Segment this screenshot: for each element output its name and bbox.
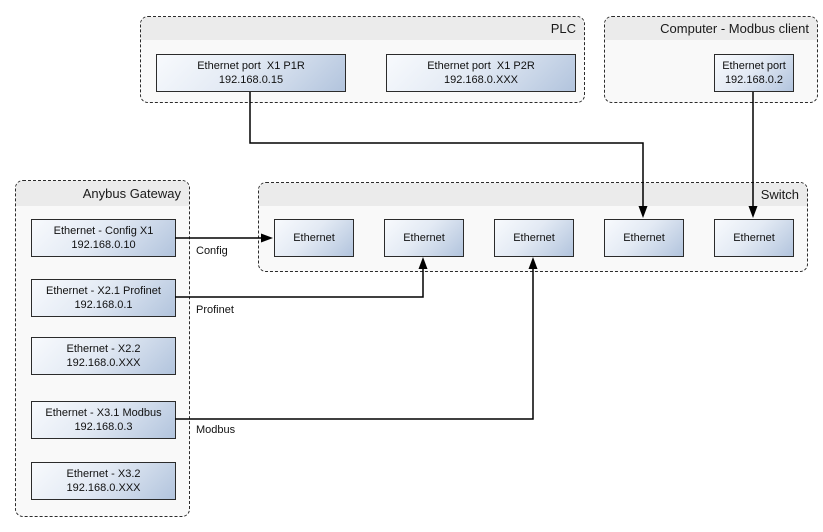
gateway-port-config-x1-ip: 192.168.0.10 xyxy=(71,239,136,251)
plc-port-x1-p1r-ip: 192.168.0.15 xyxy=(218,74,284,86)
gateway-port-x2-1-ip: 192.168.0.1 xyxy=(74,299,133,311)
plc-port-x1-p2r: Ethernet port X1 P2R 192.168.0.XXX xyxy=(386,54,576,92)
gateway-container: Anybus Gateway Ethernet - Config X1 192.… xyxy=(15,180,190,517)
gateway-port-x2-2-name: Ethernet - X2.2 xyxy=(66,343,141,355)
switch-port-3: Ethernet xyxy=(494,219,574,257)
switch-port-1: Ethernet xyxy=(274,219,354,257)
switch-port-1-label: Ethernet xyxy=(293,232,335,244)
switch-port-4-label: Ethernet xyxy=(623,232,665,244)
plc-port-x1-p1r-name: Ethernet port X1 P1R xyxy=(197,60,305,72)
modbus-connection-label: Modbus xyxy=(196,424,236,436)
gateway-port-x3-2: Ethernet - X3.2 192.168.0.XXX xyxy=(31,462,176,500)
gateway-port-config-x1-name: Ethernet - Config X1 xyxy=(53,225,154,237)
switch-port-4: Ethernet xyxy=(604,219,684,257)
gateway-port-x2-1-name: Ethernet - X2.1 Profinet xyxy=(46,285,161,297)
gateway-port-x2-2-ip: 192.168.0.XXX xyxy=(66,357,141,369)
gateway-port-x3-1-modbus: Ethernet - X3.1 Modbus 192.168.0.3 xyxy=(31,401,176,439)
gateway-port-x3-2-name: Ethernet - X3.2 xyxy=(66,468,141,480)
computer-ethernet-port-ip: 192.168.0.2 xyxy=(724,74,784,86)
switch-port-5-label: Ethernet xyxy=(733,232,775,244)
plc-port-x1-p2r-name: Ethernet port X1 P2R xyxy=(427,60,535,72)
plc-container: PLC Ethernet port X1 P1R 192.168.0.15 Et… xyxy=(140,16,585,103)
gateway-port-x3-1-ip: 192.168.0.3 xyxy=(74,421,133,433)
gateway-port-x3-1-name: Ethernet - X3.1 Modbus xyxy=(45,407,162,419)
computer-ethernet-port: Ethernet port 192.168.0.2 xyxy=(714,54,794,92)
switch-port-5: Ethernet xyxy=(714,219,794,257)
config-connection-label: Config xyxy=(196,245,228,257)
switch-container: Switch Ethernet Ethernet Ethernet Ethern… xyxy=(258,182,808,272)
computer-container: Computer - Modbus client Ethernet port 1… xyxy=(604,16,818,103)
computer-ethernet-port-name: Ethernet port xyxy=(722,60,786,72)
switch-port-2: Ethernet xyxy=(384,219,464,257)
switch-title: Switch xyxy=(259,183,807,206)
gateway-port-x2-1-profinet: Ethernet - X2.1 Profinet 192.168.0.1 xyxy=(31,279,176,317)
gateway-title: Anybus Gateway xyxy=(16,181,189,206)
plc-title: PLC xyxy=(141,17,584,40)
profinet-connection-label: Profinet xyxy=(196,304,234,316)
gateway-port-x3-2-ip: 192.168.0.XXX xyxy=(66,482,141,494)
gateway-port-config-x1: Ethernet - Config X1 192.168.0.10 xyxy=(31,219,176,257)
gateway-port-x2-2: Ethernet - X2.2 192.168.0.XXX xyxy=(31,337,176,375)
plc-port-x1-p1r: Ethernet port X1 P1R 192.168.0.15 xyxy=(156,54,346,92)
switch-port-3-label: Ethernet xyxy=(513,232,555,244)
computer-title: Computer - Modbus client xyxy=(605,17,817,40)
modbus-connection xyxy=(175,257,538,420)
switch-port-2-label: Ethernet xyxy=(403,232,445,244)
plc-port-x1-p2r-ip: 192.168.0.XXX xyxy=(443,74,518,86)
